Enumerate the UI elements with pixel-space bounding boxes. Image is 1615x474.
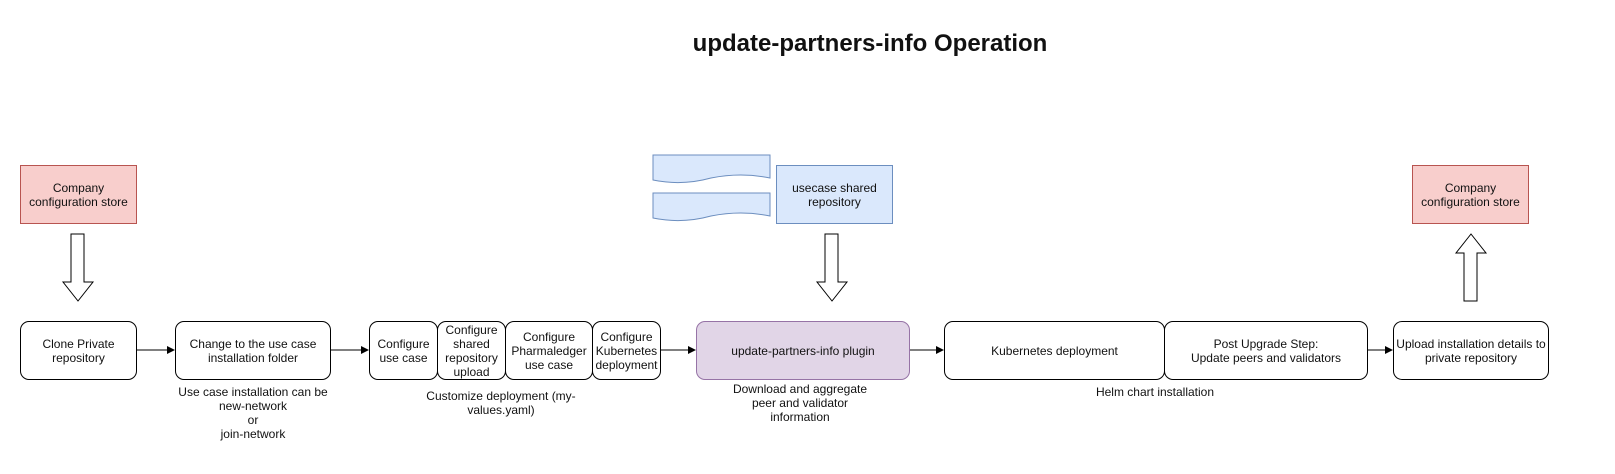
kubernetes-deployment-step: Kubernetes deployment: [944, 321, 1165, 380]
down-arrow-shared-repo: [815, 233, 849, 302]
up-arrow-right: [1454, 233, 1488, 302]
company-config-store-right: Company configuration store: [1412, 165, 1529, 224]
company-config-store-left: Company configuration store: [20, 165, 137, 224]
usecase-shared-repository: usecase shared repository: [776, 165, 893, 224]
configure-pharmaledger-step: Configure Pharmaledger use case: [505, 321, 593, 380]
update-partners-info-plugin: update-partners-info plugin: [696, 321, 910, 380]
configure-use-case-step: Configure use case: [369, 321, 438, 380]
use-case-installation-caption: Use case installation can be new-network…: [178, 385, 328, 441]
configure-shared-repository-step: Configure shared repository upload: [437, 321, 506, 380]
helm-chart-caption: Helm chart installation: [1095, 385, 1215, 399]
download-aggregate-caption: Download and aggregate peer and validato…: [732, 382, 868, 424]
peers-doc-label: peers: [696, 158, 727, 172]
validators-doc-label: validators: [685, 196, 738, 210]
clone-private-repository-step: Clone Private repository: [20, 321, 137, 380]
configure-kubernetes-step: Configure Kubernetes deployment: [592, 321, 661, 380]
change-folder-step: Change to the use case installation fold…: [175, 321, 331, 380]
diagram-title: update-partners-info Operation: [692, 30, 1048, 57]
down-arrow-left: [61, 233, 95, 302]
post-upgrade-step: Post Upgrade Step: Update peers and vali…: [1164, 321, 1368, 380]
customize-deployment-caption: Customize deployment (my- values.yaml): [426, 389, 576, 417]
upload-installation-details-step: Upload installation details to private r…: [1393, 321, 1549, 380]
